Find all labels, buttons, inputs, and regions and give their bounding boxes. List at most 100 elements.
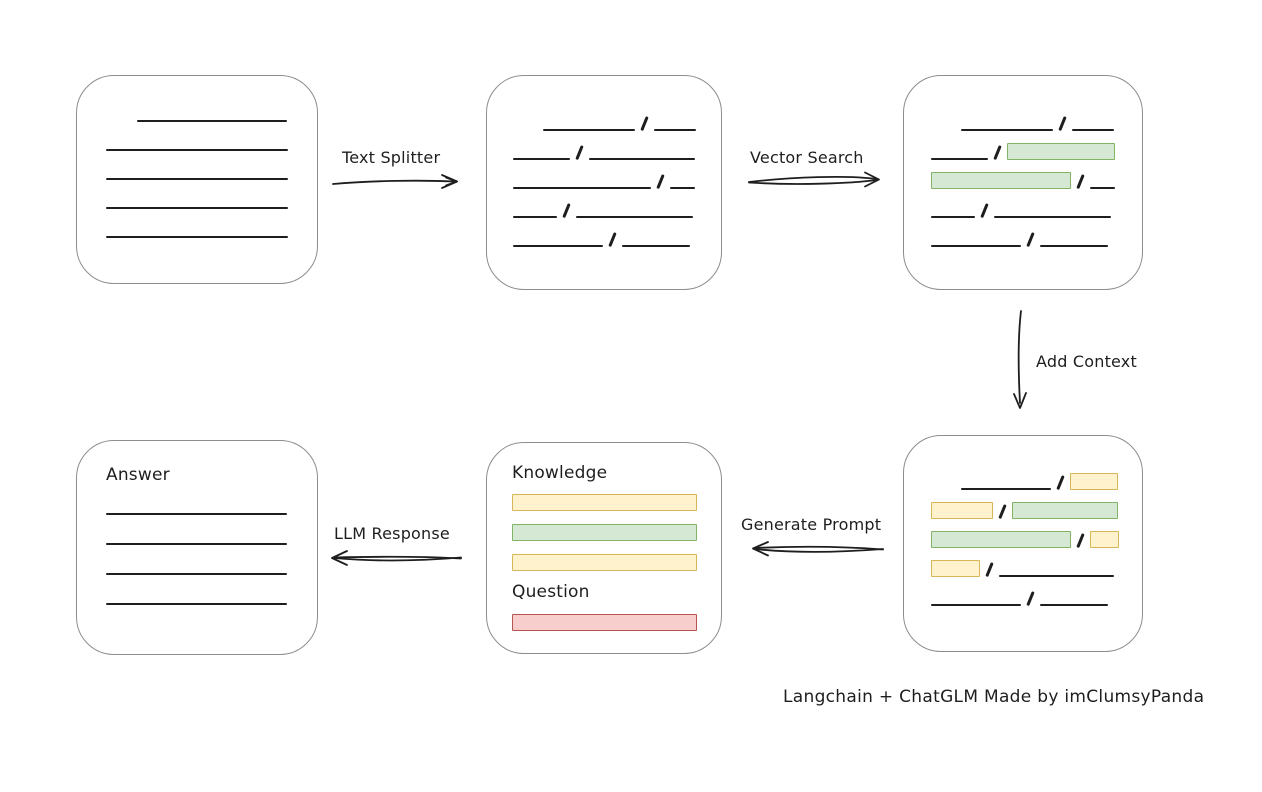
chunk-row [931, 218, 1115, 247]
vector-search-label: Vector Search [750, 148, 864, 167]
green-chunk [931, 172, 1071, 189]
text-line [106, 236, 288, 238]
text-line [961, 488, 1051, 490]
chunk-row [931, 519, 1119, 548]
slash-separator [993, 145, 1002, 160]
prompt-node: Knowledge Question [486, 442, 722, 654]
text-line [106, 543, 287, 545]
text-line [575, 216, 693, 218]
slash-separator [608, 232, 617, 247]
chunk-row [513, 131, 696, 160]
text-line [621, 245, 690, 247]
text-line [1089, 187, 1115, 189]
text-line [993, 216, 1111, 218]
text-line [1071, 129, 1114, 131]
context-chunks-rows [931, 461, 1119, 606]
text-line [106, 513, 287, 515]
text-line [931, 604, 1021, 606]
text-line [588, 158, 695, 160]
source-document-lines [106, 120, 288, 265]
text-line [961, 129, 1053, 131]
green-chunk [1006, 143, 1115, 160]
split-chunks-rows [513, 102, 696, 247]
generate-prompt-arrow [752, 541, 884, 557]
text-line [106, 178, 288, 180]
question-label: Question [512, 582, 590, 602]
text-line [1039, 604, 1108, 606]
chunk-row [513, 218, 696, 247]
context-chunks-node [903, 435, 1143, 652]
chunk-row [931, 577, 1119, 606]
slash-separator [985, 562, 994, 577]
slash-separator [575, 145, 584, 160]
yellow-chunk [1069, 473, 1118, 490]
slash-separator [1076, 174, 1085, 189]
green-chunk [1011, 502, 1118, 519]
text-line [669, 187, 695, 189]
chunk-row [931, 490, 1119, 519]
red-bar [512, 614, 697, 631]
text-line [931, 245, 1021, 247]
chunk-row [931, 189, 1115, 218]
chunk-row [931, 461, 1119, 490]
add-context-arrow [1013, 310, 1027, 409]
chunk-row [931, 160, 1115, 189]
text-line [106, 207, 288, 209]
green-bar [512, 524, 697, 541]
chunk-row [513, 160, 696, 189]
text-line [543, 129, 635, 131]
chunk-row [931, 548, 1119, 577]
indent-gap [513, 130, 543, 131]
add-context-label: Add Context [1036, 352, 1137, 371]
credit-caption: Langchain + ChatGLM Made by imClumsyPand… [783, 687, 1205, 707]
slash-separator [980, 203, 989, 218]
text-line [106, 573, 287, 575]
answer-label: Answer [106, 465, 170, 485]
yellow-bar [512, 554, 697, 571]
chunk-row [513, 102, 696, 131]
slash-separator [1056, 475, 1065, 490]
chunk-row [931, 102, 1115, 131]
indent-gap [931, 130, 961, 131]
text-line [931, 158, 988, 160]
yellow-bar [512, 494, 697, 511]
text-splitter-label: Text Splitter [342, 148, 441, 167]
split-chunks-node [486, 75, 722, 290]
text-line [653, 129, 696, 131]
yellow-chunk [931, 502, 993, 519]
slash-separator [640, 116, 649, 131]
retrieved-chunks-rows [931, 102, 1115, 247]
knowledge-label: Knowledge [512, 463, 608, 483]
slash-separator [998, 504, 1007, 519]
green-chunk [931, 531, 1071, 548]
llm-response-label: LLM Response [334, 524, 450, 543]
text-line [998, 575, 1114, 577]
yellow-chunk [1089, 531, 1119, 548]
slash-separator [656, 174, 665, 189]
slash-separator [1076, 533, 1085, 548]
question-bars [512, 614, 697, 644]
answer-lines [106, 513, 287, 633]
slash-separator [1026, 232, 1035, 247]
retrieved-chunks-node [903, 75, 1143, 290]
text-line [1039, 245, 1108, 247]
slash-separator [1058, 116, 1067, 131]
text-line [137, 120, 287, 122]
slash-separator [1026, 591, 1035, 606]
knowledge-bars [512, 494, 697, 584]
text-line [513, 158, 570, 160]
yellow-chunk [931, 560, 980, 577]
vector-search-arrow [748, 171, 880, 188]
text-line [931, 216, 975, 218]
text-line [513, 245, 603, 247]
indent-gap [931, 489, 961, 490]
text-line [513, 216, 557, 218]
llm-response-arrow [331, 550, 462, 566]
text-line [106, 603, 287, 605]
source-document-node [76, 75, 318, 284]
chunk-row [931, 131, 1115, 160]
chunk-row [513, 189, 696, 218]
generate-prompt-label: Generate Prompt [741, 515, 882, 534]
answer-node: Answer [76, 440, 318, 655]
